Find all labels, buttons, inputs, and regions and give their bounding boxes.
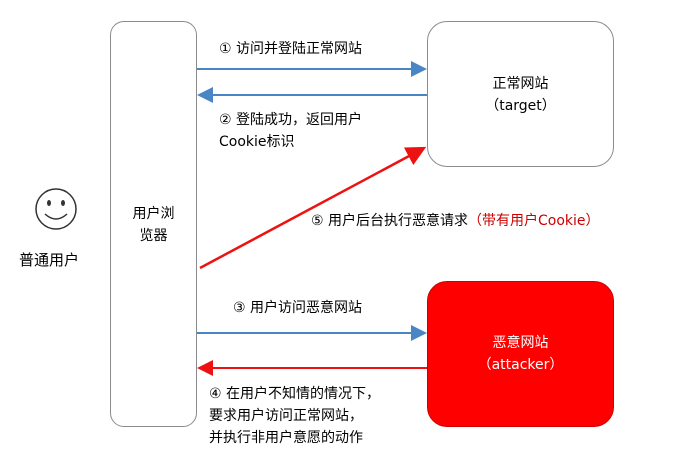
evil-site-subtitle: （attacker）	[477, 357, 564, 373]
evil-site-title: 恶意网站	[492, 335, 549, 351]
step5-label: ⑤ 用户后台执行恶意请求（带有用户Cookie）	[311, 211, 600, 231]
browser-label-line2: 览器	[139, 228, 168, 244]
step2-label-line2: Cookie标识	[219, 134, 295, 150]
arrow-step5	[199, 146, 427, 270]
step5-main: ⑤ 用户后台执行恶意请求	[311, 213, 469, 229]
step4-label-line1: ④ 在用户不知情的情况下，	[209, 386, 381, 402]
evil-site-box	[427, 281, 614, 427]
browser-label-line1: 用户浏	[132, 206, 175, 222]
actor-label: 普通用户	[19, 251, 80, 269]
step4-label-line2: 要求用户访问正常网站，	[209, 408, 363, 424]
step1-label: ① 访问并登陆正常网站	[219, 41, 363, 57]
normal-site-title: 正常网站	[492, 76, 549, 92]
step5-note: （带有用户Cookie）	[468, 213, 600, 229]
normal-site-box	[427, 21, 614, 167]
browser-box	[110, 21, 197, 427]
step4-label-line3: 并执行非用户意愿的动作	[209, 430, 363, 446]
normal-site-subtitle: （target）	[485, 98, 556, 114]
step3-label: ③ 用户访问恶意网站	[233, 300, 363, 316]
step2-label-line1: ② 登陆成功，返回用户	[219, 112, 363, 128]
